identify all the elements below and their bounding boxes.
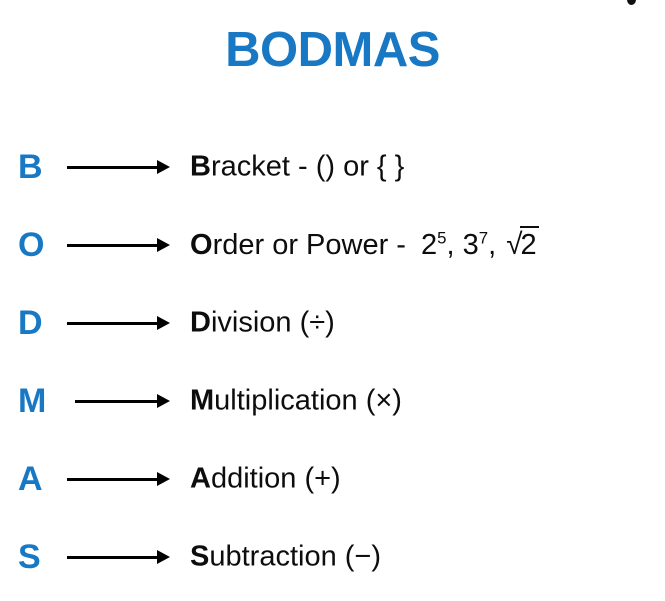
radical-sign-icon: √	[506, 228, 523, 261]
definition-rest-multiplication: ultiplication (×)	[214, 384, 402, 417]
radicand-value: 2	[519, 226, 539, 261]
definition-lead-letter-o: O	[190, 229, 213, 261]
definition-rest-division: ivision (÷)	[210, 306, 335, 339]
definition-text-bracket: Bracket - () or { }	[190, 150, 405, 183]
definition-lead-letter-d: D	[190, 306, 211, 339]
definition-lead-letter-b: B	[190, 150, 211, 183]
arrow-shaft	[67, 321, 159, 325]
math-separator-2: ,	[488, 229, 505, 261]
bodmas-rows-list: B Bracket - () or { } O Order or Power -…	[0, 128, 665, 596]
arrow-head	[157, 316, 170, 330]
acronym-letter-b: B	[18, 148, 43, 186]
arrow-shaft	[67, 165, 159, 169]
arrow-head	[157, 160, 170, 174]
acronym-letter-d: D	[18, 304, 43, 342]
power-term-1-base: 2	[421, 229, 438, 261]
definition-rest-bracket: racket - () or { }	[210, 150, 405, 183]
power-term-2-exponent: 7	[478, 228, 489, 248]
page-title: BODMAS	[225, 23, 440, 77]
math-separator-1: ,	[446, 229, 463, 261]
acronym-letter-a: A	[18, 460, 43, 498]
list-item-subtraction: S Subtraction (−)	[0, 518, 665, 596]
list-item-addition: A Addition (+)	[0, 440, 665, 518]
right-arrow-icon-d	[67, 314, 170, 332]
definition-lead-letter-m: M	[190, 384, 215, 417]
definition-text-subtraction: Subtraction (−)	[190, 540, 382, 573]
right-arrow-icon-b	[67, 158, 170, 176]
arrow-head	[157, 238, 170, 252]
right-arrow-icon-a	[67, 470, 170, 488]
acronym-letter-s: S	[18, 538, 41, 576]
square-root-term: √2	[504, 226, 539, 261]
acronym-letter-o: O	[18, 226, 45, 264]
acronym-letter-m: M	[18, 382, 47, 420]
arrow-head	[157, 394, 170, 408]
list-item-order: O Order or Power - 25, 37, √2	[0, 206, 665, 284]
definition-rest-subtraction: ubtraction (−)	[209, 540, 382, 573]
corner-artifact-mark	[627, 0, 636, 5]
definition-lead-letter-s: S	[190, 540, 210, 573]
arrow-head	[157, 550, 170, 564]
definition-rest-addition: ddition (+)	[210, 462, 341, 495]
definition-text-multiplication: Multiplication (×)	[190, 384, 402, 417]
right-arrow-icon-m	[75, 392, 170, 410]
arrow-shaft	[75, 399, 159, 403]
power-term-1-exponent: 5	[437, 228, 447, 248]
arrow-shaft	[67, 243, 159, 247]
definition-rest-order: rder or Power -	[212, 229, 415, 261]
math-examples-order: 25, 37, √2	[421, 226, 539, 261]
definition-text-order: Order or Power - 25, 37, √2	[190, 226, 539, 261]
arrow-shaft	[67, 555, 159, 559]
list-item-multiplication: M Multiplication (×)	[0, 362, 665, 440]
power-term-2-base: 3	[462, 229, 479, 261]
definition-text-division: Division (÷)	[190, 306, 335, 339]
right-arrow-icon-s	[67, 548, 170, 566]
right-arrow-icon-o	[67, 236, 170, 254]
definition-text-addition: Addition (+)	[190, 462, 341, 495]
arrow-head	[157, 472, 170, 486]
definition-lead-letter-a: A	[190, 462, 211, 495]
list-item-bracket: B Bracket - () or { }	[0, 128, 665, 206]
list-item-division: D Division (÷)	[0, 284, 665, 362]
arrow-shaft	[67, 477, 159, 481]
